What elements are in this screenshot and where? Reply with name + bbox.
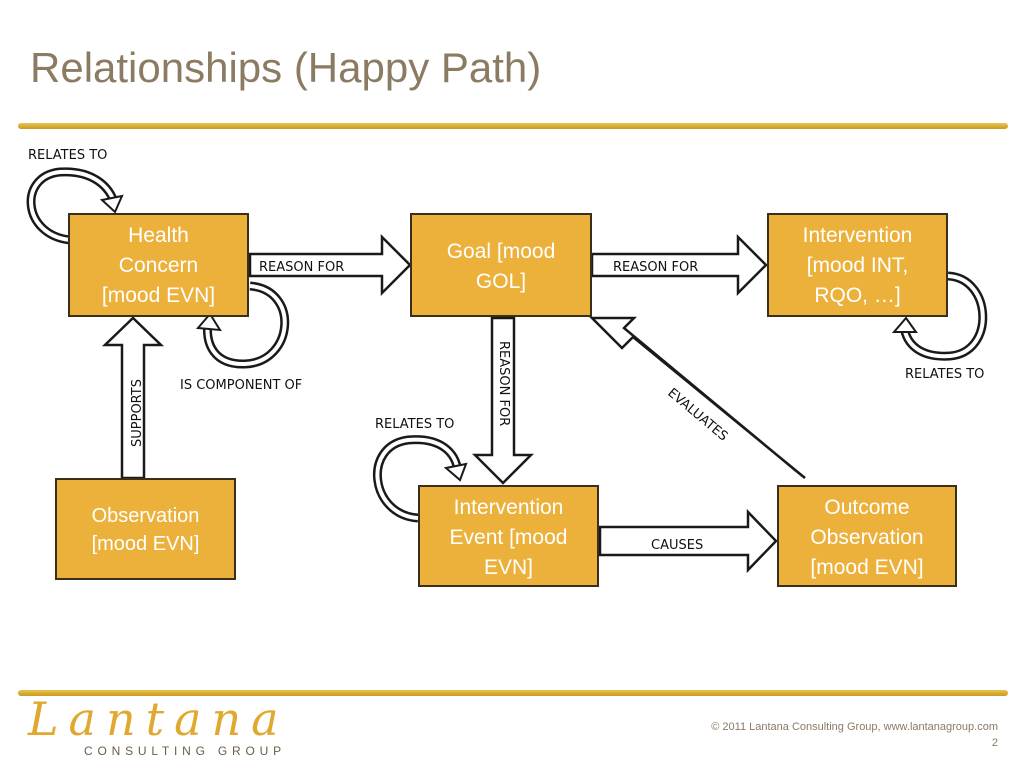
arrow-goal-to-event — [471, 316, 535, 485]
health-concern-line-1: Health — [128, 224, 189, 247]
page-number: 2 — [991, 737, 998, 749]
health-concern-line-3: [mood EVN] — [101, 284, 216, 307]
intervention-event-line-1: Intervention — [453, 496, 564, 519]
label-health-reason-for: REASON FOR — [259, 260, 345, 275]
goal-line-2: GOL] — [475, 270, 527, 293]
arrow-outcome-to-goal — [588, 316, 806, 479]
outcome-observation-line-1: Outcome — [824, 496, 910, 519]
health-concern-box: Health Concern [mood EVN] — [68, 213, 249, 317]
arrow-observation-to-health — [101, 316, 165, 480]
copyright-text: © 2011 Lantana Consulting Group, www.lan… — [711, 721, 998, 733]
intervention-event-line-2: Event [mood — [449, 526, 568, 549]
loop-intervention-relates-to — [891, 271, 988, 361]
label-causes: CAUSES — [651, 538, 704, 553]
label-supports: SUPPORTS — [130, 379, 145, 447]
top-divider — [18, 123, 1008, 129]
loop-health-is-component-of — [195, 281, 290, 369]
goal-box: Goal [mood GOL] — [410, 213, 592, 317]
label-evaluates: EVALUATES — [664, 386, 730, 445]
outcome-observation-box: Outcome Observation [mood EVN] — [777, 485, 957, 587]
arrow-health-to-goal — [248, 233, 412, 297]
intervention-line-1: Intervention — [802, 224, 913, 247]
intervention-event-box: Intervention Event [mood EVN] — [418, 485, 599, 587]
label-health-relates-to: RELATES TO — [28, 148, 108, 163]
logo-subtitle: CONSULTING GROUP — [84, 744, 286, 758]
label-goal-to-intervention-reason-for: REASON FOR — [613, 260, 699, 275]
intervention-box: Intervention [mood INT, RQO, …] — [767, 213, 948, 317]
outcome-observation-line-3: [mood EVN] — [810, 556, 924, 579]
label-goal-reason-for: REASON FOR — [496, 341, 511, 426]
label-is-component-of: IS COMPONENT OF — [180, 378, 303, 393]
slide-title: Relationships (Happy Path) — [30, 44, 542, 91]
observation-box: Observation [mood EVN] — [55, 478, 236, 580]
intervention-line-3: RQO, …] — [814, 284, 901, 307]
arrow-goal-to-intervention — [590, 233, 768, 297]
health-concern-line-2: Concern — [118, 254, 199, 277]
bottom-divider — [18, 690, 1008, 696]
intervention-line-2: [mood INT, — [806, 254, 909, 277]
arrow-event-to-outcome — [598, 508, 778, 574]
loop-health-relates-to — [26, 167, 124, 245]
loop-event-relates-to — [372, 435, 468, 523]
label-event-relates-to: RELATES TO — [375, 417, 455, 432]
observation-line-2: [mood EVN] — [91, 533, 200, 555]
lantana-logo: Lantana — [28, 692, 289, 746]
observation-line-1: Observation — [91, 505, 200, 527]
label-intervention-relates-to: RELATES TO — [905, 367, 985, 382]
goal-line-1: Goal [mood — [446, 240, 556, 263]
outcome-observation-line-2: Observation — [810, 526, 924, 549]
intervention-event-line-3: EVN] — [483, 556, 533, 579]
